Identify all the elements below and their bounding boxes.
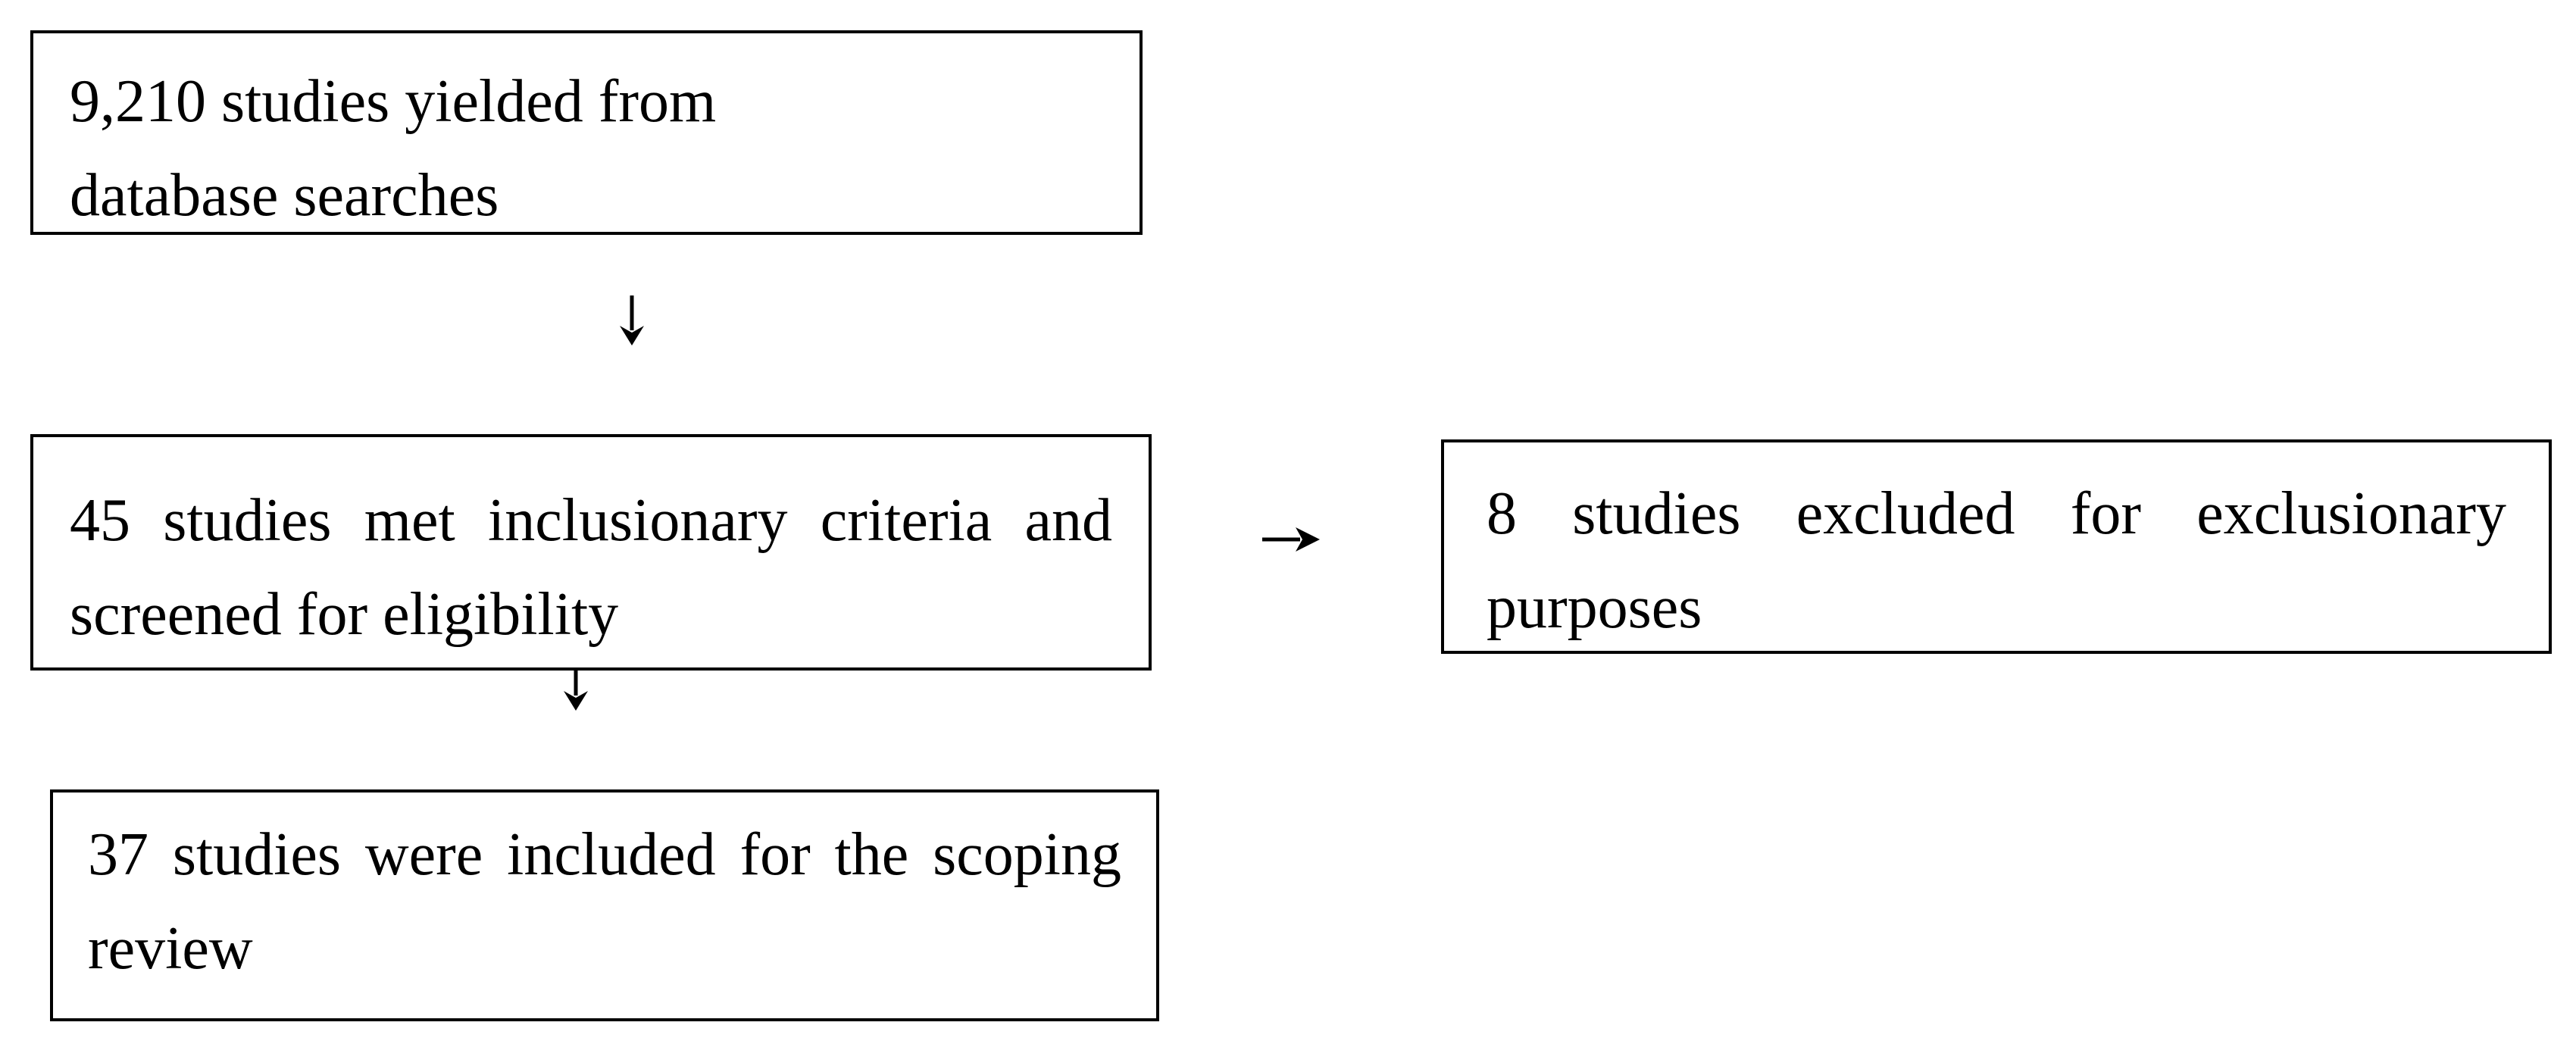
flow-box-included-scoping-review: 37 studies were included for the scoping…: [50, 789, 1159, 1021]
down-arrow-icon: [620, 295, 644, 345]
flow-box-text-line: 37 studies were included for the scoping: [88, 821, 1121, 888]
flow-box-screened-eligibility: 45 studies met inclusionary criteria and…: [30, 434, 1152, 671]
flow-box-text-line: review: [88, 915, 253, 982]
flow-box-excluded: 8 studies excluded for exclusionary purp…: [1441, 439, 2552, 654]
right-arrow-icon: [1262, 527, 1320, 552]
down-arrow-icon: [564, 670, 588, 711]
flow-box-text-line: 9,210 studies yielded from: [70, 68, 717, 135]
flow-box-text-line: 8 studies excluded for exclusionary: [1487, 480, 2506, 547]
flow-box-database-search: 9,210 studies yielded from database sear…: [30, 30, 1143, 235]
flow-box-text-line: screened for eligibility: [70, 581, 619, 648]
flow-box-text-line: purposes: [1487, 574, 1702, 641]
flow-box-text-line: database searches: [70, 162, 499, 229]
flow-box-text-line: 45 studies met inclusionary criteria and: [70, 487, 1112, 554]
